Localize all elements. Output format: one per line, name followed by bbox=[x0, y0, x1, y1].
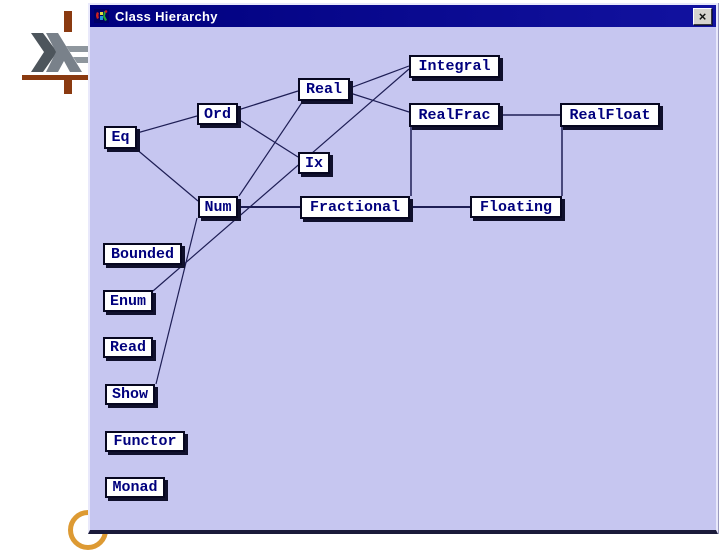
edge-ord-real bbox=[237, 90, 299, 111]
crop-mark-bottom bbox=[64, 75, 72, 94]
class-node-fractional[interactable]: Fractional bbox=[300, 196, 410, 219]
close-icon: × bbox=[698, 8, 707, 24]
class-node-realfloat[interactable]: RealFloat bbox=[560, 103, 660, 127]
edge-real-realfrac bbox=[349, 92, 410, 113]
close-button[interactable]: × bbox=[693, 7, 712, 25]
class-node-realfrac[interactable]: RealFrac bbox=[409, 103, 500, 127]
class-node-real[interactable]: Real bbox=[298, 78, 350, 101]
class-node-num[interactable]: Num bbox=[198, 196, 238, 218]
class-node-enum[interactable]: Enum bbox=[103, 290, 153, 312]
edge-enum-integral bbox=[152, 68, 410, 292]
chevron-icon bbox=[31, 33, 57, 72]
class-node-monad[interactable]: Monad bbox=[105, 477, 165, 498]
crop-mark-horizontal bbox=[22, 75, 90, 80]
class-node-functor[interactable]: Functor bbox=[105, 431, 185, 452]
title-bar[interactable]: Class Hierarchy × bbox=[90, 5, 716, 27]
lambda-icon bbox=[46, 33, 82, 72]
class-node-floating[interactable]: Floating bbox=[470, 196, 562, 218]
class-node-ix[interactable]: Ix bbox=[298, 152, 330, 174]
edge-num-real bbox=[238, 100, 304, 197]
edge-real-integral bbox=[349, 65, 410, 89]
edge-eq-num bbox=[134, 147, 199, 202]
app-icon[interactable] bbox=[94, 8, 110, 24]
class-node-eq[interactable]: Eq bbox=[104, 126, 137, 149]
class-node-integral[interactable]: Integral bbox=[409, 55, 500, 78]
edge-layer bbox=[134, 65, 563, 385]
edge-show-num bbox=[155, 217, 198, 385]
crop-mark-top bbox=[64, 11, 72, 32]
class-node-show[interactable]: Show bbox=[105, 384, 155, 405]
equals-bar-top bbox=[66, 46, 90, 52]
class-node-ord[interactable]: Ord bbox=[197, 103, 238, 125]
window-title: Class Hierarchy bbox=[115, 8, 218, 24]
haskell-logo bbox=[22, 11, 94, 94]
edge-ord-ix bbox=[237, 118, 299, 158]
edge-eq-ord bbox=[136, 115, 198, 134]
class-node-read[interactable]: Read bbox=[103, 337, 153, 358]
class-node-bounded[interactable]: Bounded bbox=[103, 243, 182, 265]
